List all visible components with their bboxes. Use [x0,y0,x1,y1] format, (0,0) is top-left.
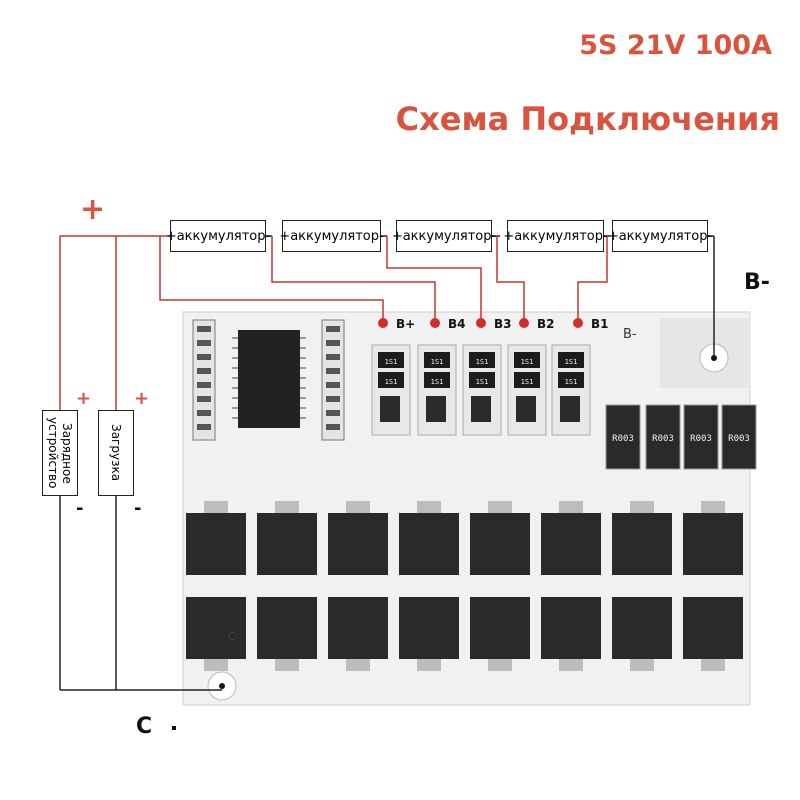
balance-chip [469,372,495,388]
charger-label: Зарядное устройство [46,417,74,489]
board-c-minus-label: C- [228,630,240,643]
mosfet-tab [275,659,299,671]
bms-ic-chip [238,330,300,428]
connection-diagram-title: Схема Подключения [395,100,780,138]
balance-transistor [471,396,491,422]
mosfet [683,513,743,575]
balance-chip-label: 1S1 [431,358,444,366]
red-wires [59,235,608,410]
shunt-resistor [645,404,681,470]
balance-chip [558,352,584,368]
mosfet [186,597,246,659]
mosfet-tab [559,501,583,513]
balance-chip-label: 1S1 [565,358,578,366]
mosfet-tab [204,501,228,513]
balance-chip-label: 1S1 [565,378,578,386]
mosfet [541,597,601,659]
balance-pad-label: B2 [537,317,555,331]
mosfet-tab [488,501,512,513]
mosfet-tab [701,659,725,671]
shunt-resistor-label: R003 [652,434,674,444]
shunt-resistor [721,404,757,470]
mosfet-tab [630,501,654,513]
mosfet-tab [346,501,370,513]
main-plus-label: + [80,192,106,227]
mosfet [186,513,246,575]
load-label: Загрузка [109,424,123,482]
balance-chip-label: 1S1 [521,358,534,366]
dark-wires [59,235,715,691]
mosfet [612,513,672,575]
battery-cell-4: +аккумулятор- [503,220,608,252]
mosfet-tab [346,659,370,671]
board-b-minus-label: B- [623,327,637,342]
balance-chip [424,352,450,368]
shunt-resistor-label: R003 [728,434,750,444]
spec-title: 5S 21V 100A [579,30,772,61]
mosfet [470,597,530,659]
balance-pad-label: B4 [448,317,466,331]
balance-pad-label: B+ [396,317,415,331]
balance-transistor [380,396,400,422]
balance-pad-label: B3 [494,317,512,331]
mosfet [257,513,317,575]
load-plus: + [134,388,150,409]
mosfet-tab [701,501,725,513]
mosfet [399,597,459,659]
mosfet [683,597,743,659]
load-box: Загрузка [98,410,134,496]
balance-chip-label: 1S1 [521,378,534,386]
balance-transistor [560,396,580,422]
balance-chip-label: 1S1 [385,378,398,386]
balance-chip [424,372,450,388]
mosfet [541,513,601,575]
shunt-resistor [605,404,641,470]
charger-minus: - [76,498,84,519]
mosfet-tab [488,659,512,671]
mosfet-tab [417,501,441,513]
load-minus: - [134,498,142,519]
balance-transistor [516,396,536,422]
balance-chip [469,352,495,368]
charger-plus: + [76,388,92,409]
pcb-board: 1S1 1S1 1S1 1S1 1S1 1S1 1S1 1S1 1S1 1S1 R003 R003 R… [182,311,757,706]
mosfet-tab [204,659,228,671]
battery-cell-1: +аккумулятор- [166,220,270,252]
balance-transistor [426,396,446,422]
mosfet-tab [630,659,654,671]
charger-box: Зарядное устройство [42,410,78,496]
mosfet [612,597,672,659]
mosfet-tab [417,659,441,671]
balance-chip-label: 1S1 [385,358,398,366]
b-minus-label: B- [744,270,770,295]
balance-chip [378,372,404,388]
balance-pad-label: B1 [591,317,609,331]
c-terminal-label: C [136,714,153,739]
battery-cell-5: +аккумулятор- [608,220,712,252]
shunt-resistor-label: R003 [612,434,634,444]
shunt-resistor-label: R003 [690,434,712,444]
balance-chip-label: 1S1 [476,378,489,386]
mosfet [470,513,530,575]
battery-cell-2: +аккумулятор- [279,220,384,252]
balance-chip [514,352,540,368]
balance-chip-label: 1S1 [431,378,444,386]
mosfet [257,597,317,659]
balance-chip-label: 1S1 [476,358,489,366]
mosfet-tab [559,659,583,671]
mosfet [328,513,388,575]
mosfet [399,513,459,575]
battery-cell-3: +аккумулятор- [392,220,496,252]
balance-chip [378,352,404,368]
mosfet-tab [275,501,299,513]
balance-chip [514,372,540,388]
c-terminal-dot [172,726,176,730]
shunt-resistor [683,404,719,470]
balance-chip [558,372,584,388]
mosfet [328,597,388,659]
